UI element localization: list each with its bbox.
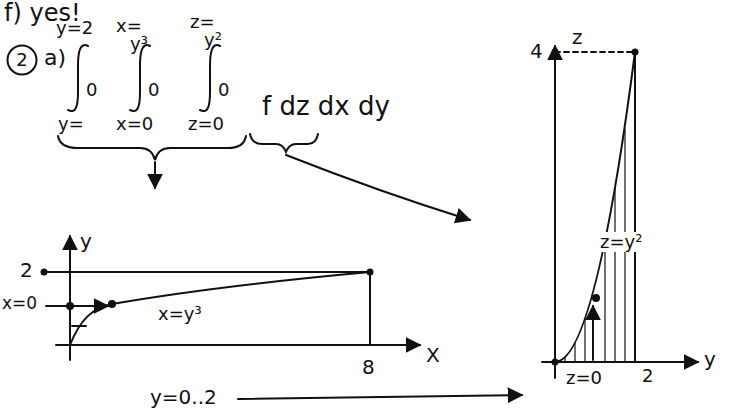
brace-arrow xyxy=(286,155,470,220)
point xyxy=(592,294,600,302)
range-arrow xyxy=(46,305,108,307)
axis-label: z xyxy=(572,26,583,48)
dashed-level xyxy=(555,51,635,53)
point xyxy=(66,302,74,310)
range-arrow xyxy=(592,306,594,360)
upper-limit: z= xyxy=(190,12,215,32)
curve-z-y2 xyxy=(555,52,635,362)
part-label: a) xyxy=(44,46,66,70)
axis-label: y xyxy=(80,230,92,252)
limit-var: x=0 xyxy=(116,114,153,134)
upper-limit: y² xyxy=(204,30,222,50)
curve-x-y3 xyxy=(70,272,370,345)
limit-var: z=0 xyxy=(188,114,224,134)
integral-sign xyxy=(68,45,88,111)
brace-arrow xyxy=(154,162,156,188)
boundary-label: z=0 xyxy=(566,368,602,388)
circled-number: 2 xyxy=(6,44,38,76)
upper-limit: y³ xyxy=(130,34,148,54)
axis-label: y xyxy=(704,348,716,370)
bound-line xyxy=(44,271,370,273)
bound-line xyxy=(369,272,371,345)
point xyxy=(108,300,116,308)
tick-label: 2 xyxy=(642,366,653,386)
point xyxy=(632,49,639,56)
brace xyxy=(250,134,318,152)
point xyxy=(552,359,559,366)
axis-label: X xyxy=(426,344,440,366)
upper-limit: x= xyxy=(116,16,142,36)
curve-label: z=y² xyxy=(598,232,644,252)
lower-limit: 0 xyxy=(86,80,97,100)
point xyxy=(552,49,559,56)
long-arrow xyxy=(238,395,522,399)
circled-number-text: 2 xyxy=(6,44,38,69)
x-axis xyxy=(56,344,420,346)
tick-label: 2 xyxy=(20,259,33,281)
integral-sign xyxy=(130,45,150,111)
limit-var: y= xyxy=(58,114,84,134)
upper-limit: y=2 xyxy=(56,18,93,38)
curve-label: x=y³ xyxy=(158,304,202,324)
point xyxy=(41,269,48,276)
bound-line xyxy=(634,52,636,362)
integral-sign xyxy=(200,45,220,111)
range-arrow xyxy=(72,325,86,327)
lower-limit: 0 xyxy=(218,80,229,100)
brace xyxy=(58,136,246,160)
tick-label: 4 xyxy=(530,40,543,62)
lower-limit: 0 xyxy=(148,80,159,100)
boundary-label: x=0 xyxy=(2,294,37,313)
point xyxy=(367,269,374,276)
z-axis xyxy=(554,46,556,378)
tick-label: 8 xyxy=(362,356,375,378)
range-label: y=0..2 xyxy=(150,386,217,408)
integrand: f dz dx dy xyxy=(262,92,390,121)
